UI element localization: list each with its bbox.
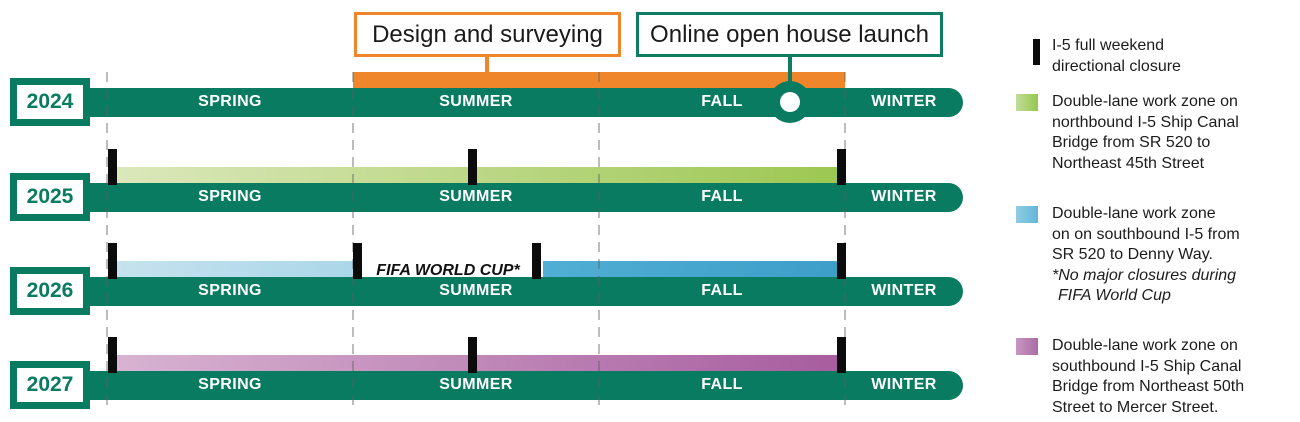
season-boundary-line-fall [598,72,600,412]
closure-tick-2025-summer [468,149,477,185]
season-label-2024-summer: SUMMER [439,93,513,110]
legend-mercer-line1: Double-lane work zone on [1052,337,1238,354]
purple-work-zone-swatch [1016,338,1038,355]
legend-closure-line1: I-5 full weekend [1052,37,1165,54]
legend-item-closure: I-5 full weekend directional closure [1005,36,1297,77]
season-label-2025-fall: FALL [701,188,743,205]
season-label-2026-spring: SPRING [198,282,262,299]
season-boundary-line-spring [106,72,108,412]
season-label-2027-fall: FALL [701,376,743,393]
open-house-callout: Online open house launch [636,12,943,57]
season-label-2025-winter: WINTER [871,188,937,205]
season-label-2024-fall: FALL [701,93,743,110]
legend-northbound-line2: northbound I-5 Ship Canal [1052,113,1239,131]
season-label-2027-summer: SUMMER [439,376,513,393]
blue-work-zone-swatch [1016,206,1038,223]
year-label-2024: 2024 [17,85,83,119]
legend-closure-line2: directional closure [1052,57,1181,75]
southbound-work-zone-bar-2026-fall [543,261,845,277]
timeline-row-2027: SPRING SUMMER FALL WINTER 2027 [0,335,1300,409]
legend-mercer-line4: Street to Mercer Street. [1052,398,1219,416]
year-bar-2025 [50,183,963,212]
fifa-world-cup-label: FIFA WORLD CUP* [376,262,520,279]
legend-denny-line2: on on southbound I-5 from [1052,225,1240,243]
legend-northbound-line4: Northeast 45th Street [1052,154,1205,172]
closure-bar-icon [1033,39,1040,65]
closure-tick-2026-early-summer [353,243,362,279]
legend-item-southbound-denny-work-zone: Double-lane work zone on on southbound I… [1005,204,1297,307]
year-label-2027: 2027 [17,368,83,402]
year-label-2025: 2025 [17,180,83,214]
closure-tick-2025-winter [837,149,846,185]
closure-tick-2027-summer [468,337,477,373]
season-label-2025-summer: SUMMER [439,188,513,205]
season-label-2024-winter: WINTER [871,93,937,110]
design-surveying-bar-2024 [353,72,845,88]
open-house-callout-connector [788,54,792,82]
timeline-row-2026: FIFA WORLD CUP* SPRING SUMMER FALL WINTE… [0,241,1300,315]
year-box-2025: 2025 [10,173,90,221]
timeline-row-2025: SPRING SUMMER FALL WINTER 2025 [0,147,1300,221]
closure-tick-2026-spring [108,243,117,279]
southbound-work-zone-bar-2026-spring [110,261,353,277]
design-surveying-callout: Design and surveying [354,12,621,57]
legend-denny-line1: Double-lane work zone [1052,205,1216,222]
season-label-2027-winter: WINTER [871,376,937,393]
legend-denny-note-line1: *No major closures during [1052,266,1237,284]
year-box-2024: 2024 [10,78,90,126]
year-label-2026: 2026 [17,274,83,308]
closure-tick-2027-winter [837,337,846,373]
year-bar-2026 [50,277,963,306]
design-callout-connector [485,54,489,73]
legend-mercer-line3: Bridge from Northeast 50th [1052,378,1245,395]
green-work-zone-swatch [1016,94,1038,111]
closure-tick-2025-spring [108,149,117,185]
legend-denny-note-line2: FIFA World Cup [1058,287,1171,304]
year-box-2027: 2027 [10,361,90,409]
year-box-2026: 2026 [10,267,90,315]
northbound-work-zone-bar-2025 [110,167,845,183]
legend-item-northbound-work-zone: Double-lane work zone on northbound I-5 … [1005,92,1297,174]
closure-tick-2026-late-summer [532,243,541,279]
season-label-2024-spring: SPRING [198,93,262,110]
legend-northbound-line1: Double-lane work zone on [1052,93,1238,110]
season-label-2027-spring: SPRING [198,376,262,393]
legend-mercer-line2: southbound I-5 Ship Canal [1052,357,1242,375]
legend-denny-line3: SR 520 to Denny Way. [1052,246,1213,263]
closure-tick-2027-spring [108,337,117,373]
season-label-2026-summer: SUMMER [439,282,513,299]
season-boundary-line-winter [844,72,846,412]
legend-northbound-line3: Bridge from SR 520 to [1052,134,1211,151]
season-label-2025-spring: SPRING [198,188,262,205]
closure-tick-2026-winter [837,243,846,279]
season-label-2026-winter: WINTER [871,282,937,299]
design-surveying-label: Design and surveying [372,20,603,48]
timeline-row-2024: SPRING SUMMER FALL WINTER 2024 [0,52,1300,126]
legend-item-southbound-mercer-work-zone: Double-lane work zone on southbound I-5 … [1005,336,1297,418]
open-house-milestone-dot [780,92,800,112]
open-house-label: Online open house launch [650,20,929,48]
season-label-2026-fall: FALL [701,282,743,299]
southbound-work-zone-bar-2027 [110,355,845,371]
year-bar-2027 [50,371,963,400]
season-boundary-line-summer [352,72,354,412]
